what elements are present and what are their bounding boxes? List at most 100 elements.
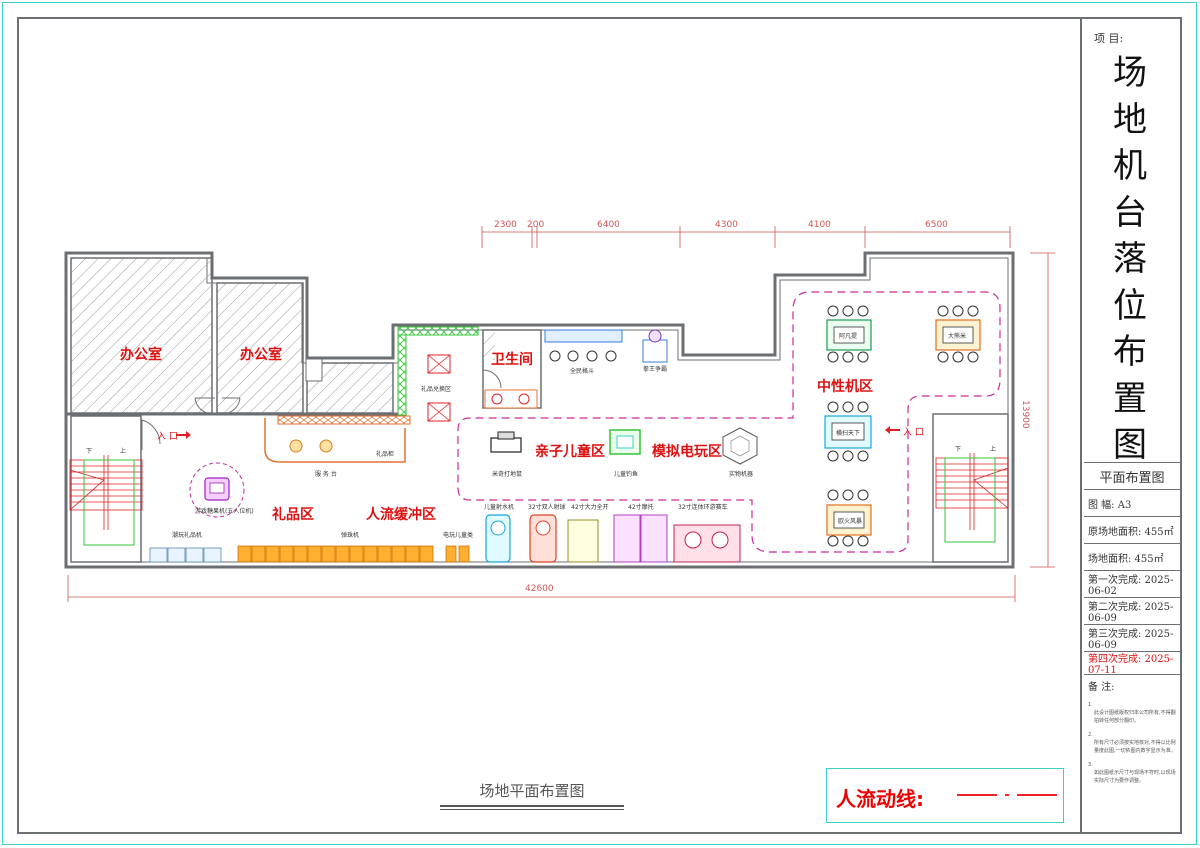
zone-neutral: 中性机区 [817,379,873,395]
dim-top-5: 4100 [808,220,831,230]
table-label-1: 阿凡提 [839,333,858,340]
gift-crate-cross [427,354,451,374]
kids-shooting-label: 儿童射水机 [484,504,515,511]
office-column [305,358,323,382]
notes-section: 备 注: 1. 此设计图纸版权归本公司所有,不得翻拍转任何部分翻印。 2. 所有… [1084,674,1180,832]
project-title-char: 地 [1113,99,1147,140]
kids-shooting-dome [490,520,506,536]
restroom-label: 卫生间 [491,352,533,368]
moto-machine-2 [640,514,668,563]
restroom-door [482,369,502,389]
table-label-3: 横扫天下 [836,430,861,437]
racing-seat [711,531,729,549]
top-dimension-line [481,226,1011,248]
cashier-seat [319,439,333,453]
project-title-char: 置 [1113,378,1147,419]
dim-bottom: 42600 [525,584,554,594]
zone-buffer: 人流缓冲区 [366,507,436,523]
cashier-seat [289,439,303,453]
boxing42-label: 42寸大力全开 [571,504,609,511]
project-title-char: 图 [1113,425,1147,465]
title-underline [440,809,624,810]
right-dimension-line [1030,252,1055,568]
note-number: 1. [1088,702,1093,708]
right-stair-guard [944,457,996,543]
dim-top-6: 6500 [925,220,948,230]
entry-left-label: 入 口 [157,432,178,442]
dim-top-2: 200 [527,220,545,230]
gift-exchange-label: 礼品兑换区 [421,386,452,393]
prize-machine [722,427,758,465]
table-group-2 [935,305,981,363]
candy-machine-window [209,482,225,494]
mini-crane-row [544,329,623,362]
kids-ride-label: 电玩儿童类 [443,532,474,539]
note-item: 如此图纸示尺寸与现场不符时,以现场实际尺寸为要作调整。 [1094,770,1176,784]
stairs-down-left: 下 [86,448,93,455]
table-group-3 [824,401,872,462]
zone-gifts: 礼品区 [272,507,314,523]
note-item: 此设计图纸版权归本公司所有,不得翻拍转任何部分翻印。 [1094,710,1176,724]
note-number: 3. [1088,762,1093,768]
double-shoot-dome [535,520,551,536]
drawing-title: 场地平面布置图 [479,782,585,800]
door-office-2 [221,397,241,415]
right-stairs [935,453,1009,530]
project-title-char: 落 [1113,239,1147,279]
stairs-up-left: 上 [120,448,127,455]
project-title-char: 机 [1113,146,1147,186]
zone-sim-games: 模拟电玩区 [652,444,722,460]
prize-machine-label: 实物机器 [729,471,754,478]
legend-label: 人流动线: [836,787,924,811]
table-group-1 [826,305,872,363]
moto-machine-1 [613,514,641,563]
gift-cabinet-label: 礼品柜 [376,451,395,458]
green-truss-top [397,326,479,336]
boxing-king-machine [642,329,668,363]
sink [491,393,503,405]
dim-top-4: 4300 [715,220,738,230]
pinball-row [237,545,434,563]
building-outline [64,251,1015,569]
small-gift-label: 潮玩礼品机 [172,532,203,539]
pinball-label: 弹珠机 [341,532,360,539]
racing32-label: 32寸连体环游赛车 [678,504,728,511]
project-label: 项 目: [1094,32,1124,45]
bottom-dimension-line [67,575,1016,602]
fishing-pond-water [616,435,634,449]
boxing-king-label: 拳王争霸 [643,366,668,373]
project-title: 场 地 机 台 落 位 布 置 图 [1100,50,1160,469]
restroom-hatch [483,330,495,360]
office-2-label: 办公室 [240,347,282,363]
door-office [194,397,215,415]
office-1-label: 办公室 [120,347,162,363]
candy-machine-label: 游戏糖果机(五人位机) [195,508,254,515]
stairs-up-right: 上 [990,446,997,453]
drawing-frame [17,17,1082,834]
office-2-area [216,282,304,414]
project-title-char: 布 [1113,332,1147,372]
door-left-entry [141,419,161,450]
small-gift-machines [149,547,222,563]
sheet-size: 图 幅: A3 [1084,489,1180,516]
office-1-area [70,257,213,414]
note-item: 所有尺寸必须按实地核对,不得以比例量度此图,一切依图内数字显示为准。 [1094,740,1176,754]
entry-arrow-right [885,426,900,434]
service-desk-label: 服 务 台 [315,471,337,478]
entry-right-label: 入 口 [903,428,924,438]
boxing-machine [567,519,599,563]
racing-machine [673,524,741,563]
legend-box [826,768,1064,823]
service-counter [264,418,406,463]
floor-plan [64,226,1055,602]
completion-2: 第二次完成: 2025-06-09 [1084,597,1180,624]
table-group-4 [826,489,872,547]
left-stairs [69,455,143,530]
double-shoot-label: 32寸双人射球 [528,504,566,511]
gift-crate-cross [427,402,451,422]
drawing-name: 平面布置图 [1084,462,1180,489]
kids-fishing-label: 儿童钓鱼 [614,471,639,478]
site-area: 场地面积: 455㎡ [1084,543,1180,570]
candy-machine-ring [189,462,245,518]
